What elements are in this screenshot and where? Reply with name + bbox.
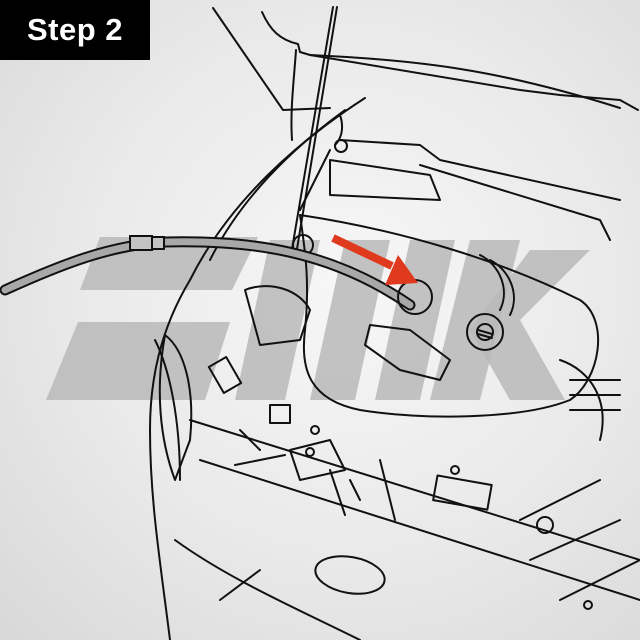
car-body xyxy=(149,97,640,640)
open-hood xyxy=(212,6,639,256)
watermark-logo xyxy=(46,237,590,400)
engine-components xyxy=(207,114,640,610)
step-badge: Step 2 xyxy=(0,0,150,60)
extraction-hose xyxy=(0,235,433,315)
red-arrow-icon xyxy=(331,234,418,285)
step-label: Step 2 xyxy=(26,12,124,47)
engine-cover xyxy=(299,159,621,441)
